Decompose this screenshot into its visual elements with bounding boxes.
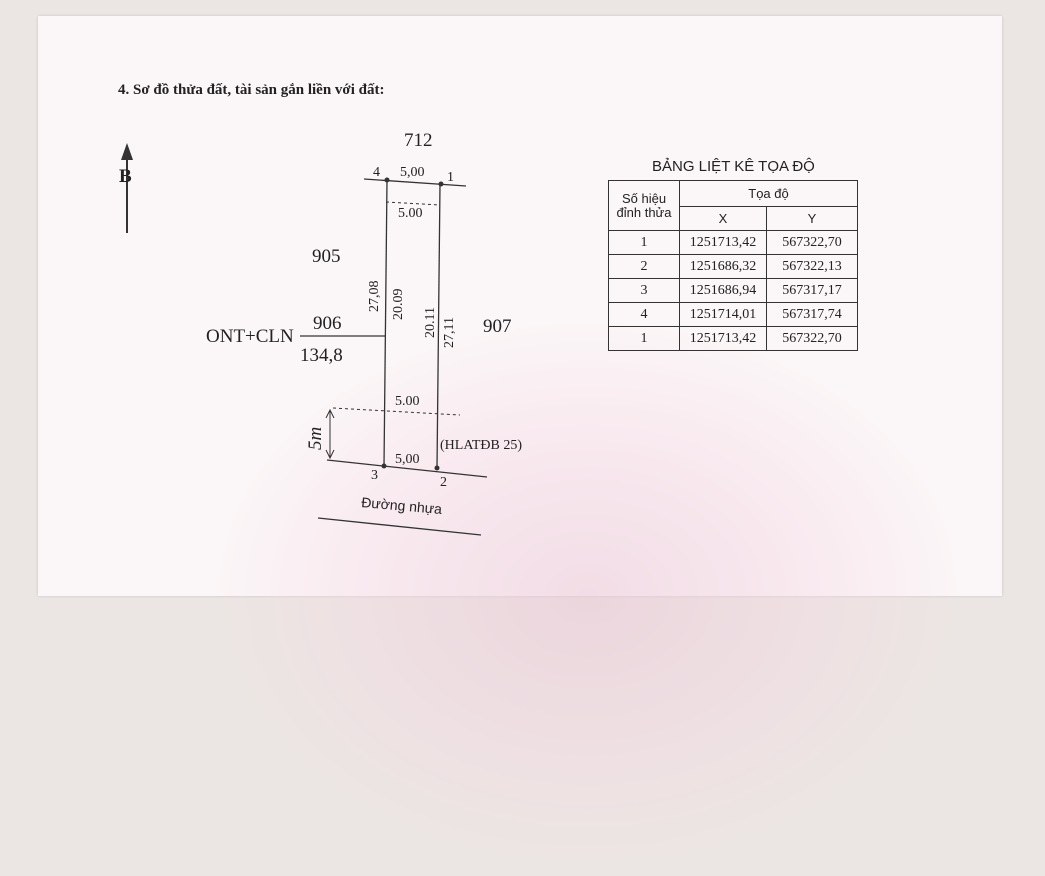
cell-y: 567322,70 [766, 230, 858, 255]
parcel-area: 134,8 [300, 345, 343, 366]
cell-x: 1251713,42 [679, 326, 767, 351]
header-y: Y [766, 206, 858, 231]
coordinate-table: Số hiệu đỉnh thửa Tọa độ X Y 1 1251713,4… [608, 180, 858, 351]
top-inner-length: 5.00 [398, 206, 423, 221]
north-arrow-head [121, 143, 133, 160]
vertex-marker-3 [381, 463, 387, 469]
cell-x: 1251714,01 [679, 302, 767, 327]
cell-x: 1251686,32 [679, 254, 767, 279]
cell-point: 3 [608, 278, 680, 303]
parcel-top-edge [363, 178, 467, 187]
cell-y: 567322,13 [766, 254, 858, 279]
road-edge-line [317, 517, 482, 536]
section-title: 4. Sơ đồ thửa đất, tài sản gắn liền với … [118, 82, 385, 98]
cell-y: 567317,17 [766, 278, 858, 303]
parcel-right-edge [436, 183, 441, 469]
cell-point: 2 [608, 254, 680, 279]
header-point-number: Số hiệu đỉnh thửa [608, 180, 680, 231]
cell-y: 567317,74 [766, 302, 858, 327]
subject-parcel-number: 906 [313, 313, 342, 334]
parcel-bottom-edge [326, 459, 488, 478]
parcel-diagram [121, 143, 488, 536]
table-row: 2 1251686,32 567322,13 [608, 254, 858, 279]
bottom-inner-dashed-line [332, 407, 461, 416]
land-use-code: ONT+CLN [206, 326, 294, 347]
table-row: 3 1251686,94 567317,17 [608, 278, 858, 303]
north-label: B [119, 166, 132, 187]
table-row: 1 1251713,42 567322,70 [608, 326, 858, 351]
table-row: 1 1251713,42 567322,70 [608, 230, 858, 255]
header-coordinates: Tọa độ [679, 180, 858, 207]
cell-x: 1251713,42 [679, 230, 767, 255]
left-outer-length: 27,08 [367, 280, 382, 313]
bottom-edge-length: 5,00 [395, 452, 420, 467]
top-edge-length: 5,00 [400, 165, 425, 180]
vertex-label-2: 2 [440, 475, 447, 490]
header-x: X [679, 206, 767, 231]
right-outer-length: 27,11 [442, 317, 457, 348]
vertex-marker-2 [434, 465, 440, 471]
vertex-label-4: 4 [373, 165, 380, 180]
bottom-inner-length: 5.00 [395, 394, 420, 409]
parcel-left-edge [383, 179, 388, 467]
setback-arrow-top [325, 408, 335, 419]
top-inner-dashed-line [385, 201, 441, 206]
setback-distance: 5m [305, 426, 326, 450]
setback-arrow-bottom [325, 449, 335, 460]
cell-point: 4 [608, 302, 680, 327]
neighbor-parcel-905: 905 [312, 246, 341, 267]
table-row: 4 1251714,01 567317,74 [608, 302, 858, 327]
neighbor-parcel-907: 907 [483, 316, 512, 337]
vertex-label-3: 3 [371, 468, 378, 483]
vertex-marker-1 [438, 181, 444, 187]
left-inner-length: 20.09 [391, 288, 406, 321]
corridor-note: (HLATĐB 25) [440, 438, 523, 453]
cell-x: 1251686,94 [679, 278, 767, 303]
right-inner-length: 20.11 [423, 307, 438, 338]
cell-y: 567322,70 [766, 326, 858, 351]
vertex-marker-4 [384, 177, 390, 183]
cell-point: 1 [608, 326, 680, 351]
cell-point: 1 [608, 230, 680, 255]
vertex-label-1: 1 [447, 170, 454, 185]
coordinate-table-title: BẢNG LIỆT KÊ TỌA ĐỘ [652, 158, 815, 175]
neighbor-parcel-712: 712 [404, 130, 433, 151]
